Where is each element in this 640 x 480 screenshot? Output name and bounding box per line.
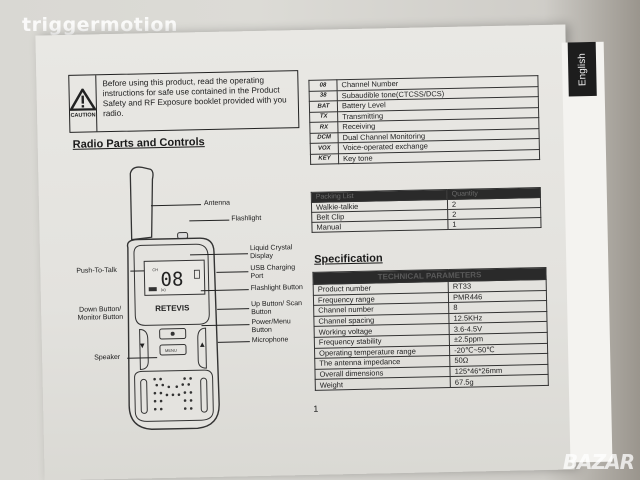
svg-text:MENU: MENU xyxy=(165,348,177,353)
packing-qty: 1 xyxy=(447,217,542,230)
caution-box: CAUTION Before using this product, read … xyxy=(68,70,300,133)
label-antenna: Antenna xyxy=(203,199,231,208)
language-tab-label: English xyxy=(576,52,589,86)
lcd-digits: 08 xyxy=(160,269,183,291)
label-ptt: Push-To-Talk xyxy=(76,266,117,275)
packing-item: Manual xyxy=(311,219,448,233)
icon-dual-channel: DCM xyxy=(309,132,339,144)
caution-text: Before using this product, read the oper… xyxy=(102,75,287,119)
label-up-button: Up Button/ Scan Button xyxy=(251,300,303,317)
svg-text:▲: ▲ xyxy=(200,341,205,348)
specification-title: Specification xyxy=(314,252,383,266)
radio-diagram: CH 08 (o) RETEVIS ▼ ▲ MENU xyxy=(126,166,220,430)
label-usb: USB Charging Port xyxy=(250,264,296,281)
language-tab: English xyxy=(567,41,597,97)
svg-text:(o): (o) xyxy=(161,287,167,292)
label-lcd: Liquid Crystal Display xyxy=(249,244,293,261)
label-flash-button: Flashlight Button xyxy=(250,284,303,293)
icon-receiving: RX xyxy=(309,121,338,133)
caution-label: CAUTION xyxy=(70,112,96,119)
label-speaker: Speaker xyxy=(94,353,121,362)
label-microphone: Microphone xyxy=(251,336,289,345)
brand-logo: RETEVIS xyxy=(155,303,190,313)
spec-param: Weight xyxy=(315,376,451,391)
icon-subaudible-tone: 38 xyxy=(309,90,338,102)
label-down-button: Down Button/ Monitor Button xyxy=(77,305,124,322)
page-edge xyxy=(561,41,613,463)
icon-transmitting: TX xyxy=(309,111,338,123)
radio-parts-title: Radio Parts and Controls xyxy=(72,136,205,151)
warning-triangle-icon xyxy=(69,88,96,111)
label-power-button: Power/Menu Button xyxy=(251,318,291,335)
label-flashlight: Flashlight xyxy=(231,214,262,223)
icon-vox: VOX xyxy=(310,142,339,154)
battery-icon: BAT xyxy=(309,100,338,112)
key-tone-icon: KEY xyxy=(310,153,339,165)
page-number: 1 xyxy=(313,403,319,414)
watermark-bazar: BAZAR xyxy=(562,450,635,474)
svg-text:▼: ▼ xyxy=(140,342,145,349)
icon-channel-number: 08 xyxy=(308,79,338,91)
watermark-triggermotion: triggermotion xyxy=(22,14,178,36)
spec-value: 67.5g xyxy=(450,374,549,388)
caution-icon-cell: CAUTION xyxy=(69,75,98,132)
manual-page: English CAUTION Before using this produc… xyxy=(35,24,613,480)
svg-text:CH: CH xyxy=(152,267,158,272)
